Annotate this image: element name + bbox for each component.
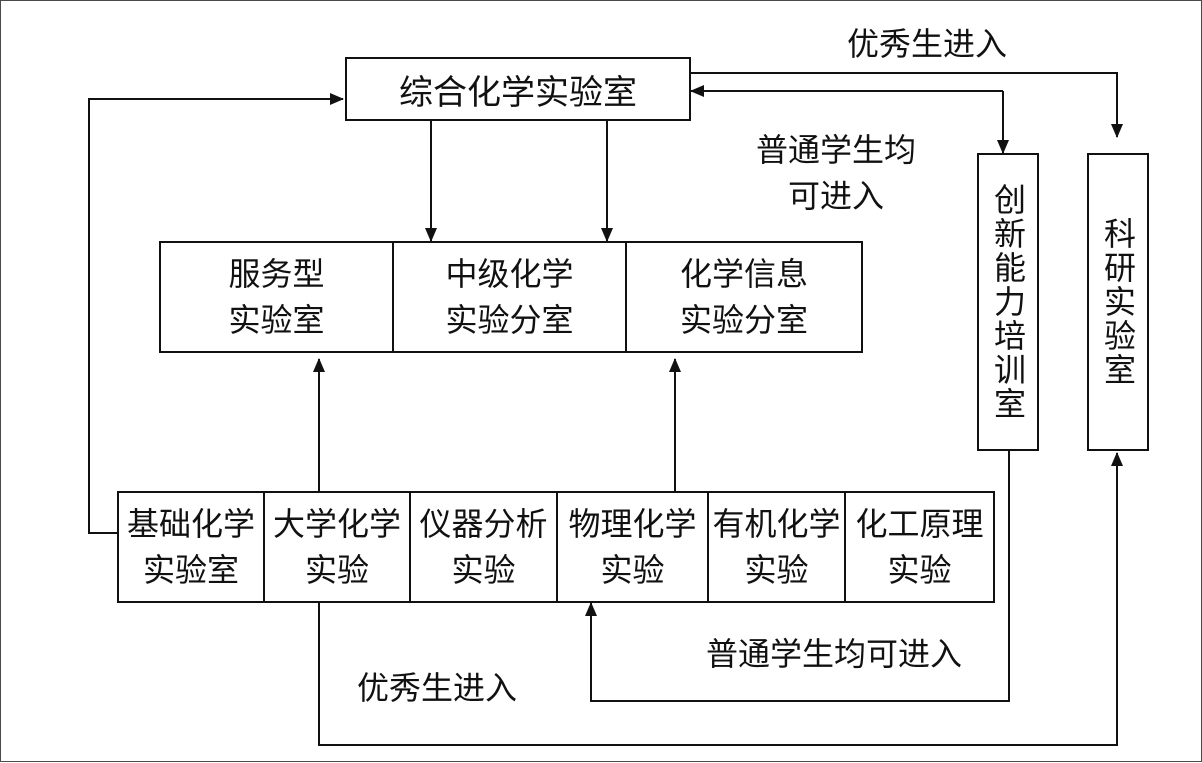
- intermediate-chem-lab-cell: 中级化学 实验分室: [394, 243, 627, 351]
- basic-chem-lab-label: 基础化学 实验室: [126, 504, 255, 589]
- arrow-basic-to-top: [88, 93, 344, 534]
- excellent-students-top-label: 优秀生进入: [846, 25, 1007, 63]
- instrumental-analysis-exp-cell: 仪器分析 实验: [411, 493, 558, 601]
- chem-engineering-exp-label: 化工原理 实验: [855, 504, 984, 589]
- college-chem-exp-label: 大学化学 实验: [272, 504, 401, 589]
- arrow-college-to-research: [318, 452, 1123, 746]
- all-students-bottom-label: 普通学生均可进入: [705, 635, 962, 673]
- chem-info-lab-cell: 化学信息 实验分室: [627, 243, 861, 351]
- physical-chem-exp-cell: 物理化学 实验: [558, 493, 709, 601]
- service-lab-cell: 服务型 实验室: [161, 243, 394, 351]
- organic-chem-exp-label: 有机化学 实验: [712, 504, 841, 589]
- basic-courses-row: 基础化学 实验室 大学化学 实验 仪器分析 实验 物理化学 实验 有机化学 实验…: [117, 491, 995, 603]
- arrow-top-to-research: [691, 72, 1123, 138]
- innovation-training-room-label: 创新能力培训室: [989, 183, 1027, 421]
- instrumental-analysis-exp-label: 仪器分析 实验: [419, 504, 548, 589]
- comprehensive-chem-lab-box: 综合化学实验室: [345, 57, 691, 121]
- intermediate-chem-lab-label: 中级化学 实验分室: [445, 254, 574, 339]
- arrow-innovation-to-physical: [585, 451, 1010, 702]
- research-lab-box: 科研实验室: [1087, 153, 1149, 451]
- organic-chem-exp-cell: 有机化学 实验: [709, 493, 846, 601]
- all-students-top-label: 普通学生均 可进入: [755, 131, 916, 216]
- college-chem-exp-cell: 大学化学 实验: [265, 493, 411, 601]
- chem-engineering-exp-cell: 化工原理 实验: [846, 493, 993, 601]
- research-lab-label: 科研实验室: [1099, 217, 1137, 387]
- basic-chem-lab-cell: 基础化学 实验室: [119, 493, 265, 601]
- middle-labs-row: 服务型 实验室 中级化学 实验分室 化学信息 实验分室: [159, 241, 863, 353]
- physical-chem-exp-label: 物理化学 实验: [568, 504, 697, 589]
- service-lab-label: 服务型 实验室: [228, 254, 325, 339]
- innovation-training-room-box: 创新能力培训室: [977, 153, 1039, 451]
- excellent-students-bottom-label: 优秀生进入: [356, 669, 517, 707]
- comprehensive-chem-lab-label: 综合化学实验室: [399, 72, 637, 113]
- chem-info-lab-label: 化学信息 实验分室: [679, 254, 808, 339]
